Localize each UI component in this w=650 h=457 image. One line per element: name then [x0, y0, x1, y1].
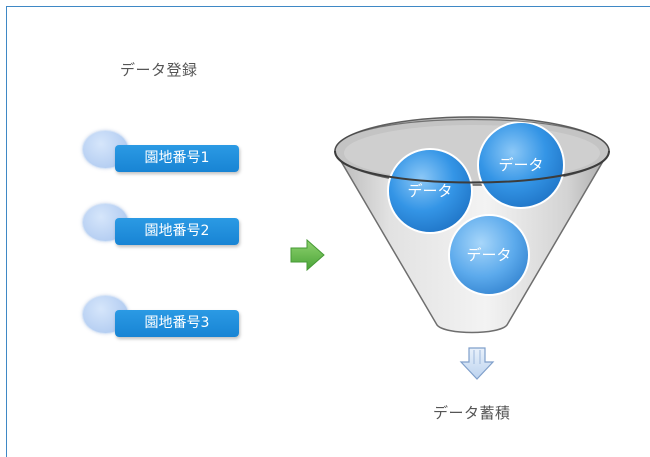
data-ball-3-label: データ	[466, 246, 511, 264]
registration-label-3: 園地番号3	[115, 310, 239, 337]
registration-label-2: 園地番号2	[115, 218, 239, 245]
funnel-diagram: データ データ データ	[334, 116, 610, 334]
registration-label-1: 園地番号1	[115, 145, 239, 172]
data-ball-1: データ	[387, 148, 473, 234]
registration-item-1: 園地番号1	[82, 130, 252, 172]
registration-item-2: 園地番号2	[82, 203, 252, 245]
storage-label: データ蓄積	[433, 404, 511, 422]
outline-down-arrow-icon	[459, 347, 495, 380]
diagram-title: データ登録	[120, 61, 198, 79]
data-ball-2: データ	[477, 121, 565, 209]
registration-item-3: 園地番号3	[82, 295, 252, 337]
data-ball-3: データ	[448, 214, 530, 296]
green-right-arrow-icon	[290, 239, 325, 271]
funnel-rim-front	[334, 150, 610, 184]
data-ball-1-label: データ	[407, 182, 452, 200]
diagram-frame: データ登録 園地番号1 園地番号2 園地番号3	[6, 6, 650, 457]
data-ball-2-label: データ	[498, 156, 543, 174]
